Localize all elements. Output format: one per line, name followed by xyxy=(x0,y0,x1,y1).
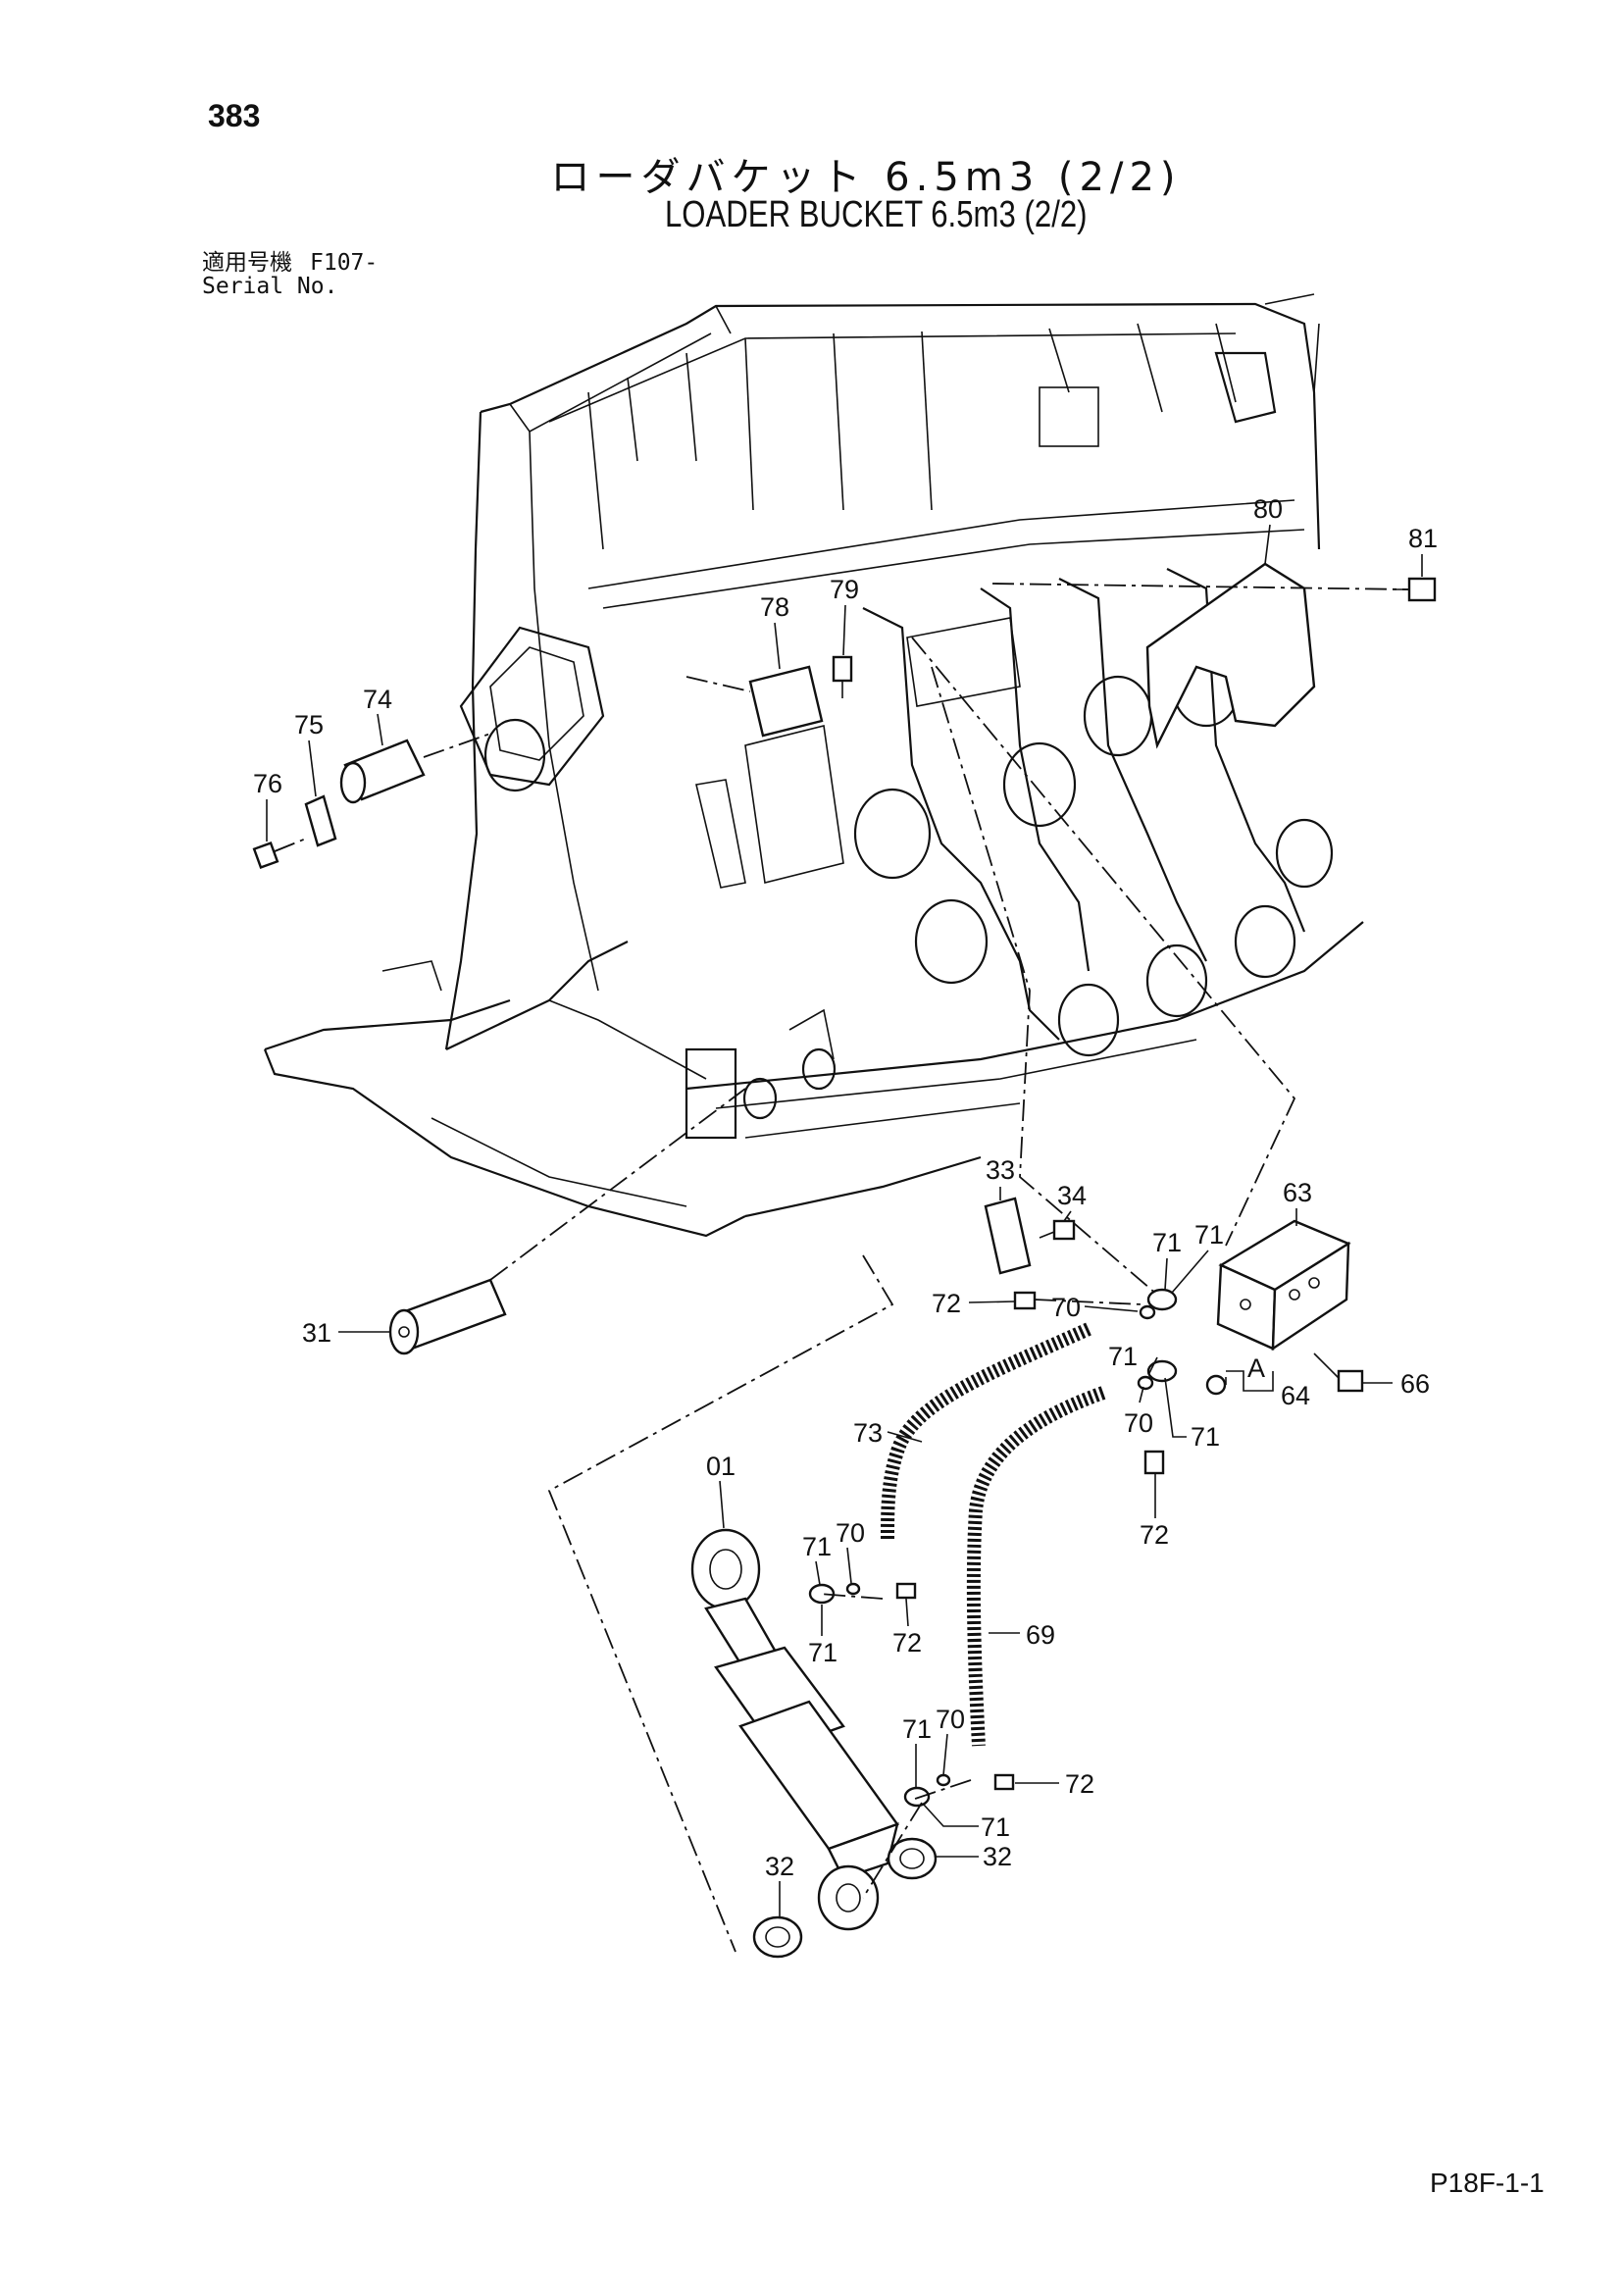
callout-72-c: 72 xyxy=(892,1628,922,1658)
page-title-english: LOADER BUCKET 6.5m3 (2/2) xyxy=(664,194,1088,235)
callout-71-d: 71 xyxy=(1191,1422,1220,1452)
page-number: 383 xyxy=(208,98,261,133)
callout-73: 73 xyxy=(853,1418,883,1448)
valve-block-63 xyxy=(1216,1219,1351,1352)
serial-label-english: Serial No. xyxy=(202,274,338,299)
callout-34: 34 xyxy=(1057,1181,1087,1210)
plug-64 xyxy=(1205,1374,1227,1396)
callout-labels: 80 81 78 79 74 75 76 33 34 63 71 71 72 7… xyxy=(253,494,1438,1881)
flange-set-upper xyxy=(1013,1288,1178,1475)
callout-78: 78 xyxy=(760,592,789,622)
lock-plate-75 xyxy=(304,794,337,847)
callout-01: 01 xyxy=(706,1452,736,1481)
callout-66: 66 xyxy=(1400,1369,1430,1399)
leader-lines xyxy=(266,524,1423,1917)
assembly-guide-lines xyxy=(274,583,1409,1953)
pin-74 xyxy=(339,739,426,804)
hydraulic-cylinder-01 xyxy=(690,1528,899,1931)
callout-79: 79 xyxy=(830,575,859,604)
callout-76: 76 xyxy=(253,769,282,798)
callout-75: 75 xyxy=(294,710,324,740)
callout-69: 69 xyxy=(1026,1620,1055,1650)
callout-70-a: 70 xyxy=(1051,1293,1081,1322)
callout-71-g: 71 xyxy=(902,1714,932,1744)
callout-33: 33 xyxy=(986,1155,1015,1185)
callout-74: 74 xyxy=(363,685,392,714)
cover-plate-80 xyxy=(1145,562,1316,749)
callout-64: 64 xyxy=(1281,1381,1310,1410)
bucket-body-drawing xyxy=(263,293,1364,1238)
hose-69 xyxy=(966,1386,1106,1747)
bolt-66 xyxy=(1313,1352,1364,1393)
callout-70-d: 70 xyxy=(936,1705,965,1734)
bushing-32-right xyxy=(887,1837,938,1880)
bolt-34 xyxy=(1039,1219,1076,1241)
callout-32-left: 32 xyxy=(765,1852,794,1881)
callout-81: 81 xyxy=(1408,524,1438,553)
bolt-79 xyxy=(832,655,853,698)
callout-71-e: 71 xyxy=(802,1532,832,1561)
callout-32-right: 32 xyxy=(983,1842,1012,1871)
sheet-code: P18F-1-1 xyxy=(1430,2168,1545,2198)
callout-71-f: 71 xyxy=(808,1638,837,1667)
page-title-japanese: ローダバケット 6.5m3 (2/2) xyxy=(550,155,1182,200)
callout-71-a: 71 xyxy=(1152,1228,1182,1257)
hose-73 xyxy=(881,1322,1091,1541)
bushing-32-left xyxy=(752,1915,803,1959)
callout-72-b: 72 xyxy=(1140,1520,1169,1550)
callout-31: 31 xyxy=(302,1318,331,1348)
bracket-33 xyxy=(984,1197,1032,1275)
serial-number-block: 適用号機 F107- Serial No. xyxy=(202,251,378,298)
cylinder-mount-bracket-drawing xyxy=(459,626,605,792)
small-cover-plate-78 xyxy=(748,665,824,738)
callout-A: A xyxy=(1247,1353,1265,1383)
callout-71-h: 71 xyxy=(981,1812,1010,1842)
callout-70-c: 70 xyxy=(836,1518,865,1548)
callout-71-b: 71 xyxy=(1194,1220,1224,1250)
callout-71-c: 71 xyxy=(1108,1342,1138,1371)
callout-72-a: 72 xyxy=(932,1289,961,1318)
flange-set-cylinder xyxy=(808,1582,1015,1808)
callout-80: 80 xyxy=(1253,494,1283,524)
pin-31 xyxy=(388,1278,507,1355)
callout-72-d: 72 xyxy=(1065,1769,1094,1799)
callout-63: 63 xyxy=(1283,1178,1312,1207)
serial-value: F107- xyxy=(310,250,379,276)
serial-label-japanese: 適用号機 xyxy=(202,250,292,276)
callout-70-b: 70 xyxy=(1124,1408,1153,1438)
bolt-81 xyxy=(1393,577,1437,602)
